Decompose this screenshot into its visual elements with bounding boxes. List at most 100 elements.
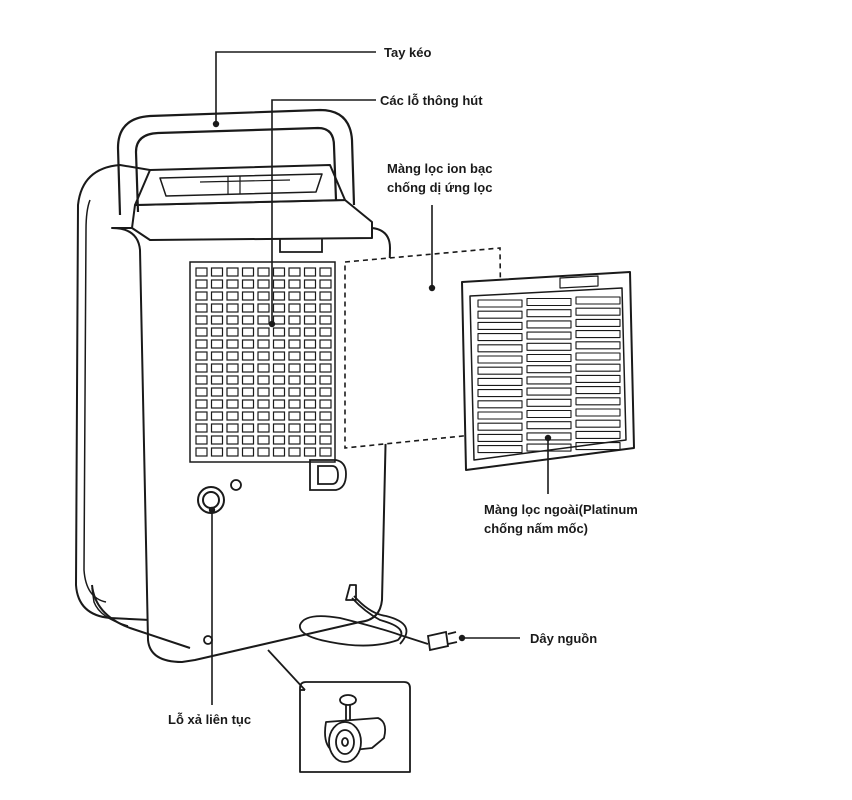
vent-slot bbox=[226, 423, 239, 433]
filter-slot bbox=[526, 409, 572, 419]
vent-slot bbox=[241, 315, 255, 325]
vent-slot bbox=[195, 435, 208, 445]
filter-slot bbox=[526, 297, 572, 307]
vent-slot bbox=[272, 279, 286, 289]
vent-slot bbox=[195, 387, 208, 397]
filter-slot bbox=[575, 442, 621, 451]
vent-slot bbox=[303, 327, 317, 337]
vent-slot bbox=[272, 375, 286, 385]
vent-slot bbox=[272, 339, 286, 349]
vent-slot bbox=[272, 351, 286, 361]
vent-slot bbox=[241, 267, 255, 277]
filter-slot bbox=[575, 430, 621, 439]
vent-slot bbox=[272, 267, 286, 277]
vent-slot bbox=[226, 327, 239, 337]
filter-slot bbox=[477, 400, 523, 409]
vent-slot bbox=[210, 423, 224, 433]
vent-slot bbox=[272, 303, 286, 313]
vent-slot bbox=[226, 339, 239, 349]
filter-slot bbox=[575, 307, 621, 316]
vent-slot bbox=[288, 435, 301, 445]
vent-slot bbox=[319, 363, 332, 373]
vent-slot bbox=[303, 411, 317, 421]
vent-slot bbox=[210, 291, 224, 301]
vent-slot bbox=[303, 351, 317, 361]
filter-slot bbox=[526, 398, 572, 407]
vent-slot bbox=[272, 315, 286, 325]
vent-slot bbox=[272, 387, 286, 397]
label-outer-filter-line2: chống nấm mốc) bbox=[484, 521, 588, 536]
filter-slot bbox=[575, 296, 621, 305]
vent-slot bbox=[210, 279, 224, 289]
vent-slot bbox=[319, 411, 332, 421]
vent-slot bbox=[195, 303, 208, 313]
top-ledge bbox=[131, 164, 373, 241]
vent-slot bbox=[257, 315, 270, 325]
filter-slot bbox=[526, 309, 572, 318]
vent-slot bbox=[210, 267, 224, 277]
vent-slot bbox=[257, 375, 270, 385]
vent-slot bbox=[319, 435, 332, 445]
filter-slot bbox=[526, 320, 572, 329]
vent-slot bbox=[303, 387, 317, 397]
vent-slot bbox=[241, 339, 255, 349]
filter-slot bbox=[477, 377, 523, 386]
vent-slot bbox=[226, 267, 239, 277]
vent-slot bbox=[288, 267, 301, 277]
vent-slot bbox=[195, 351, 208, 361]
vent-slot bbox=[241, 411, 255, 421]
vent-slot bbox=[319, 339, 332, 349]
filter-slot bbox=[526, 353, 572, 363]
vent-slot bbox=[303, 303, 317, 313]
filter-slot bbox=[575, 341, 621, 350]
vent-slot bbox=[226, 435, 239, 445]
vent-slot bbox=[241, 375, 255, 385]
vent-slot bbox=[226, 315, 239, 325]
vent-slot bbox=[195, 375, 208, 385]
vent-slot bbox=[226, 303, 239, 313]
vent-slot bbox=[288, 291, 301, 301]
label-ion-filter-line2: chống dị ứng lọc bbox=[387, 180, 492, 195]
filter-slot bbox=[575, 374, 621, 383]
vent-slot bbox=[288, 279, 301, 289]
vent-slot bbox=[303, 315, 317, 325]
vent-slot bbox=[319, 327, 332, 337]
vent-slot bbox=[288, 303, 301, 313]
vent-slot bbox=[303, 447, 317, 457]
vent-slot bbox=[288, 363, 301, 373]
filter-slot bbox=[526, 331, 572, 340]
vent-slot bbox=[288, 399, 301, 409]
vent-slot bbox=[319, 267, 332, 277]
vent-slot bbox=[257, 423, 270, 433]
vent-slot bbox=[319, 375, 332, 385]
vent-slot bbox=[241, 279, 255, 289]
vent-slot bbox=[288, 375, 301, 385]
vent-slot bbox=[226, 387, 239, 397]
filter-slot bbox=[526, 387, 572, 396]
leader-dots bbox=[208, 120, 552, 642]
filter-slot bbox=[575, 386, 621, 395]
vent-slot bbox=[226, 411, 239, 421]
vent-slot bbox=[288, 351, 301, 361]
vent-slot bbox=[210, 375, 224, 385]
vent-slot bbox=[288, 315, 301, 325]
vent-slot bbox=[257, 303, 270, 313]
vent-slot bbox=[257, 339, 270, 349]
filter-slot bbox=[526, 365, 572, 374]
filter-slot bbox=[575, 419, 621, 428]
vent-slot bbox=[288, 411, 301, 421]
filter-slot bbox=[526, 376, 572, 385]
vent-slot bbox=[257, 279, 270, 289]
filter-slot bbox=[526, 342, 572, 351]
vent-slot bbox=[195, 411, 208, 421]
vent-slot bbox=[226, 447, 239, 457]
vent-slot bbox=[241, 435, 255, 445]
leader-lines bbox=[211, 51, 549, 705]
vent-slot bbox=[241, 327, 255, 337]
vent-slot bbox=[257, 399, 270, 409]
vent-slot bbox=[226, 375, 239, 385]
vent-slot bbox=[210, 351, 224, 361]
vent-slot bbox=[288, 327, 301, 337]
filter-slot bbox=[575, 352, 621, 361]
